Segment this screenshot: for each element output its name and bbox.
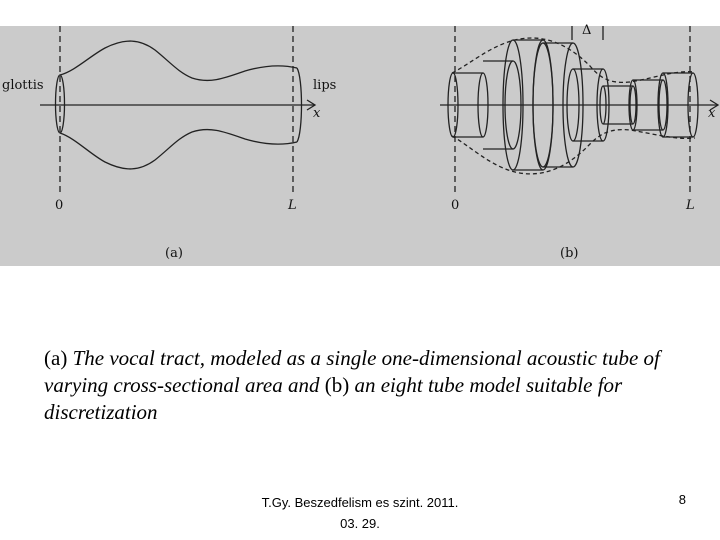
slide-footer: T.Gy. Beszedfelism es szint. 2011. 03. 2…	[200, 492, 520, 534]
tube-section-3	[513, 39, 554, 171]
panel-a-label: (a)	[165, 246, 183, 261]
caption-text-b: an eight tube model suitable for discret…	[44, 373, 623, 424]
vocal-tract-diagram	[40, 26, 720, 194]
tube-lower-outline	[59, 128, 298, 170]
glottis-ellipse	[54, 74, 66, 134]
tube-section-8	[663, 72, 699, 138]
caption-text-a: The vocal tract, modeled as a single one…	[44, 346, 660, 397]
vocal-tract-figure: glottis lips x 0 L (a) Δ x 0 L (b)	[0, 23, 720, 266]
glottis-label: glottis	[2, 78, 44, 93]
lips-label: lips	[313, 78, 337, 93]
delta-label: Δ	[582, 23, 592, 38]
page-number: 8	[678, 492, 686, 507]
tube-section-2	[483, 39, 524, 171]
x-axis-label-a: x	[313, 106, 321, 121]
x-axis-arrow-b	[709, 99, 720, 111]
tube-upper-outline	[59, 40, 298, 82]
length-label-b: L	[686, 198, 695, 213]
panel-b-label: (b)	[560, 246, 579, 261]
lips-edge	[296, 67, 303, 143]
envelope-upper	[451, 37, 696, 84]
tube-section-4	[543, 42, 584, 168]
footer-line-1: T.Gy. Beszedfelism es szint. 2011.	[261, 495, 459, 510]
x-axis-arrow-a	[306, 99, 317, 111]
origin-label-b: 0	[451, 198, 460, 213]
footer-line-2: 03. 29.	[340, 516, 380, 531]
origin-label-a: 0	[55, 198, 64, 213]
length-label-a: L	[288, 198, 297, 213]
tube-section-1	[447, 72, 489, 138]
tube-section-7	[633, 72, 669, 138]
caption-label-b: (b)	[324, 373, 350, 397]
tube-section-5	[573, 68, 610, 142]
envelope-lower	[451, 128, 696, 175]
caption-label-a: (a)	[44, 346, 68, 370]
x-axis-label-b: x	[708, 106, 716, 121]
figure-caption: (a) The vocal tract, modeled as a single…	[44, 345, 684, 426]
